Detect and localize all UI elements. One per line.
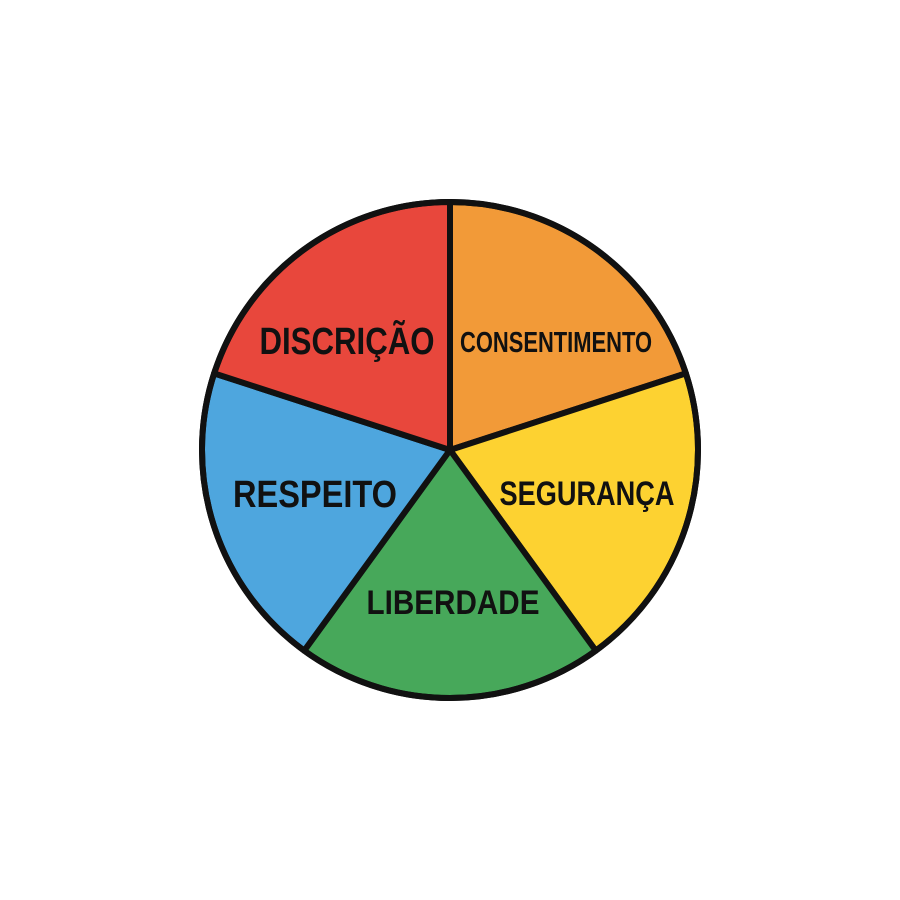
slice-label-respeito: RESPEITO (233, 474, 397, 516)
slice-label-consentimento: CONSENTIMENTO (460, 327, 652, 359)
pie-labels: CONSENTIMENTO SEGURANÇA LIBERDADE RESPEI… (233, 319, 675, 622)
pie-outline (199, 199, 701, 701)
slice-label-discricao: DISCRIÇÃO (260, 319, 435, 363)
slice-label-liberdade: LIBERDADE (367, 584, 540, 622)
slice-label-seguranca: SEGURANÇA (500, 475, 675, 513)
